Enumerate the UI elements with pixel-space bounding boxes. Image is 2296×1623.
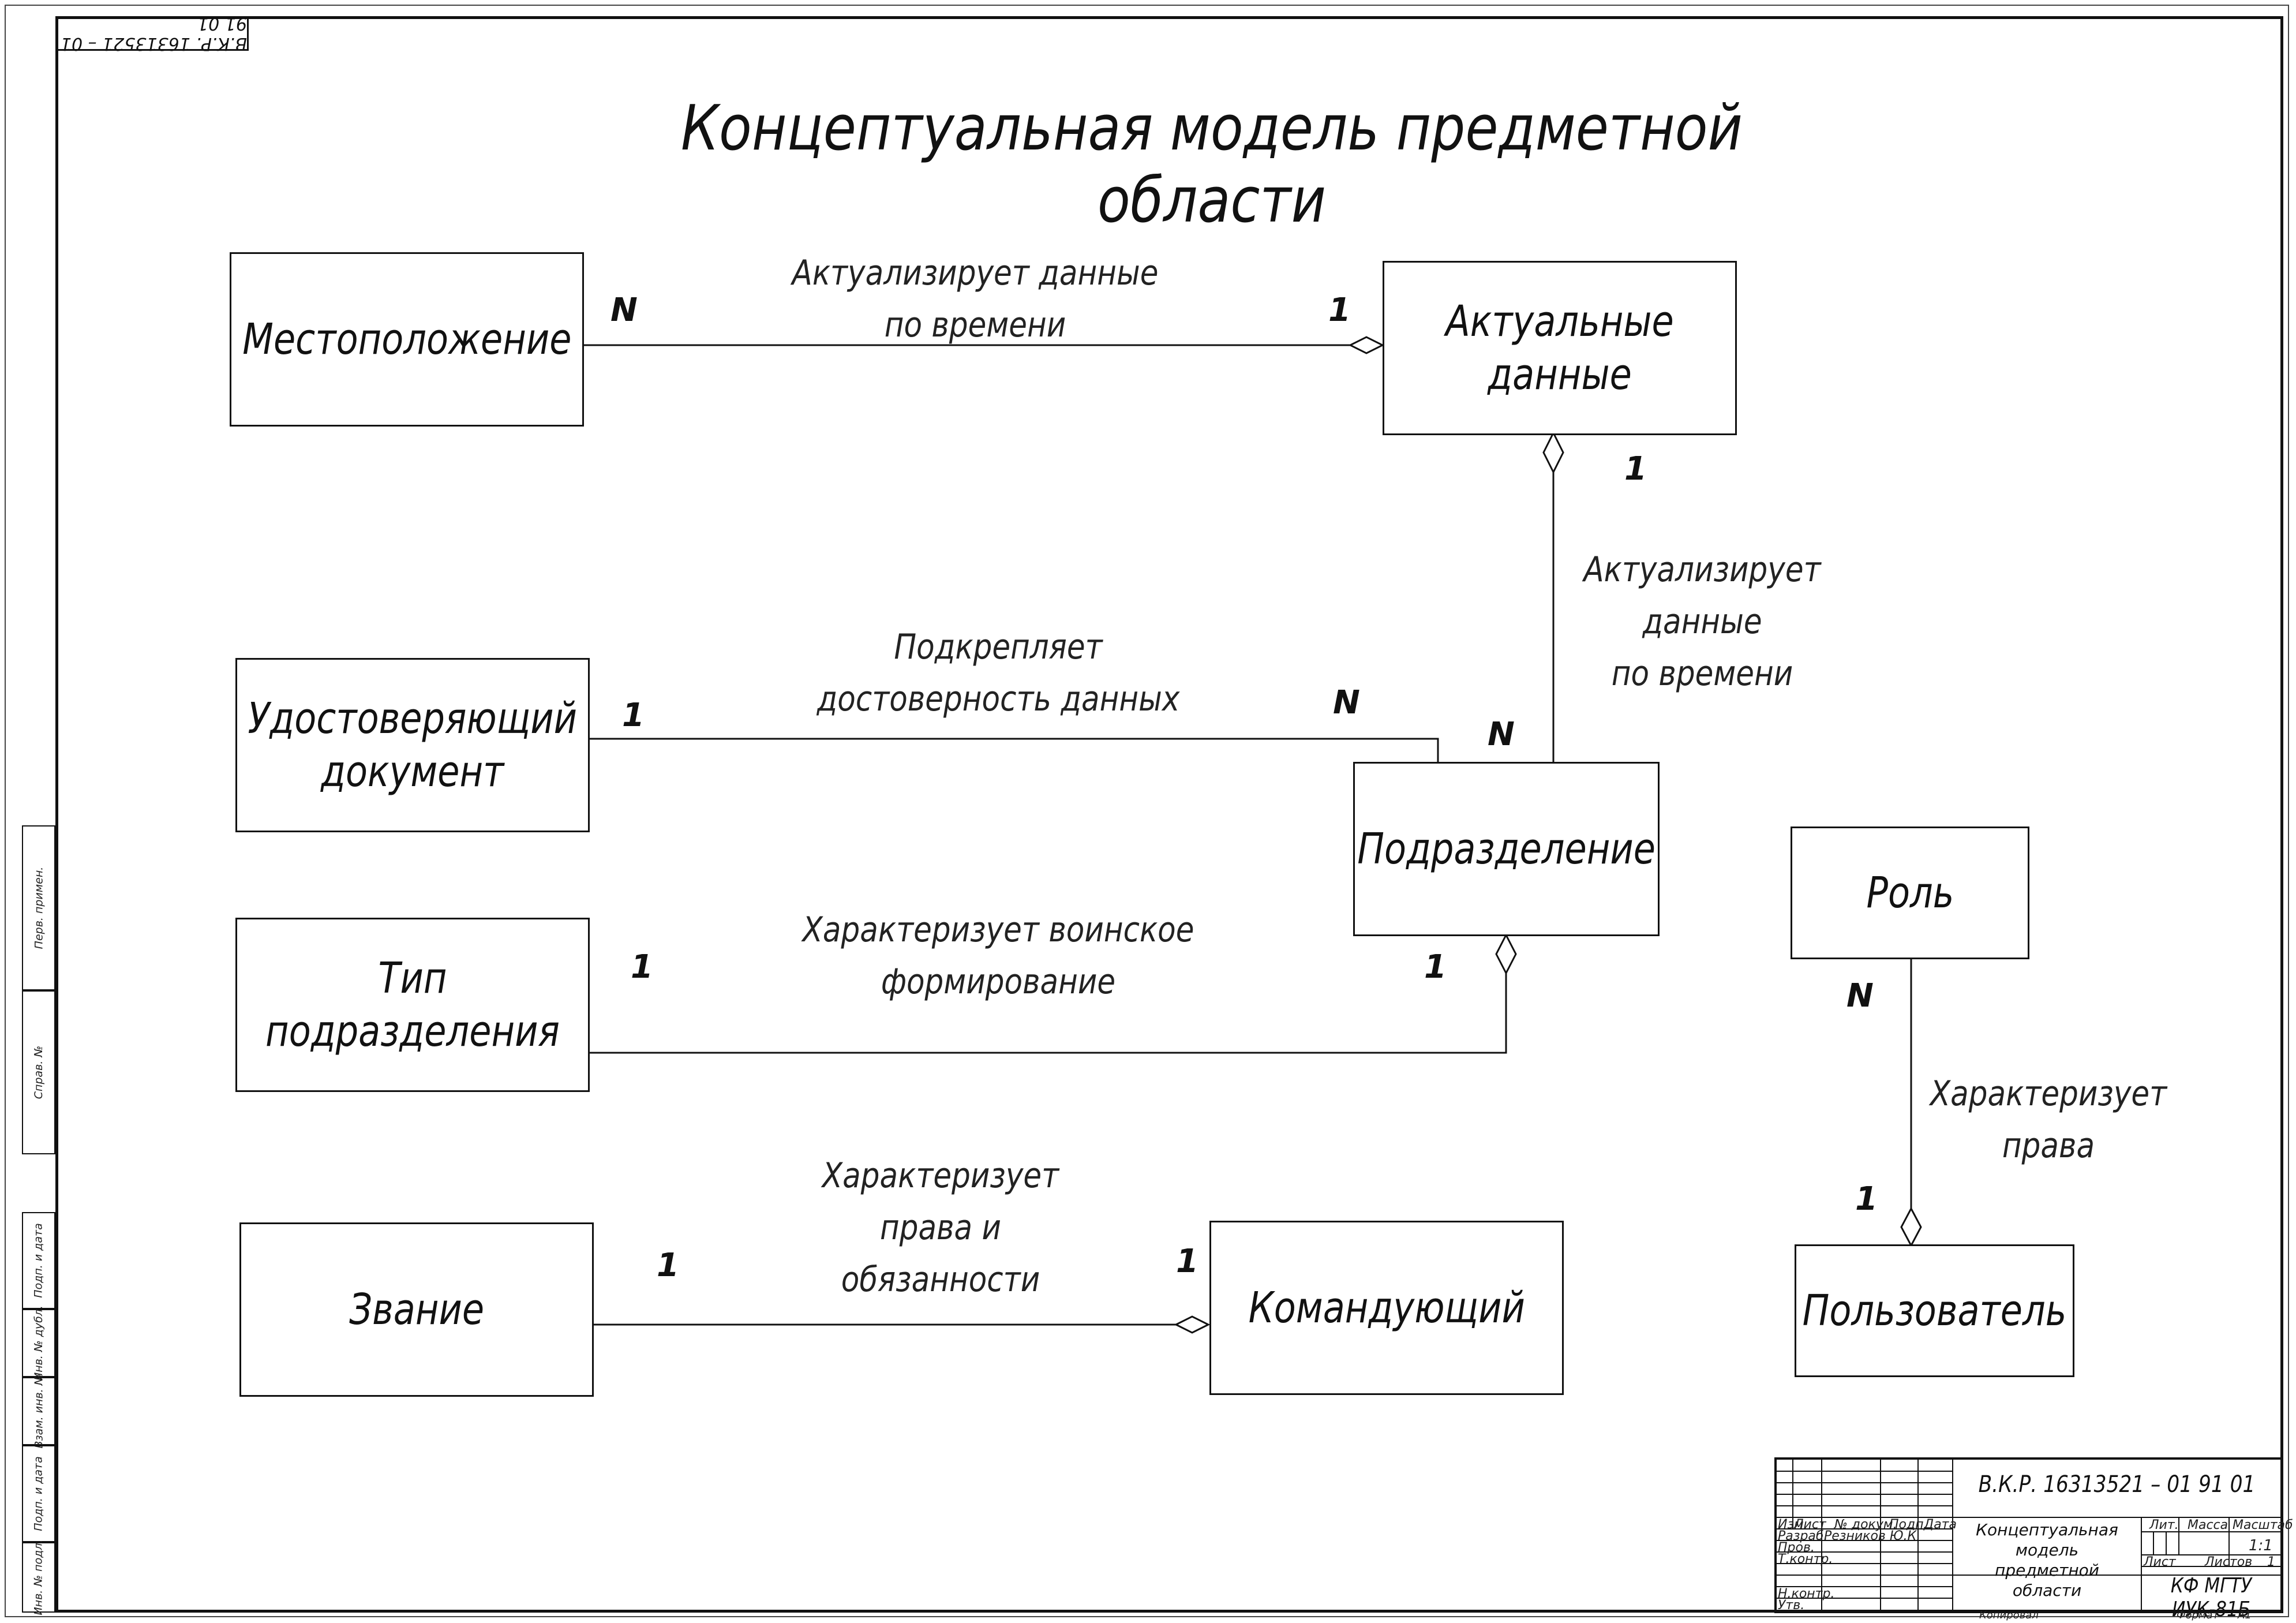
entity-user: Пользователь [1795,1244,2074,1377]
cardinality-unit-type: 1 [631,948,653,986]
diamond-unit-bottom [1495,933,1517,975]
cardinality-commander: 1 [1176,1243,1198,1280]
row-razrab: Разраб. [1778,1529,1828,1543]
entity-unit-type: Тип подразделения [235,918,590,1092]
relation-label-actual-unit: Актуализирует данные по времени [1583,549,1821,694]
side-cell: Подп. и дата [22,1445,55,1542]
entity-role: Роль [1791,827,2029,959]
side-cell: Подп. и дата [22,1212,55,1309]
entity-unit: Подразделение [1353,762,1660,936]
line-document-unit [589,738,1439,763]
cardinality-rank: 1 [657,1247,679,1284]
cardinality-unit-bottom: 1 [1424,948,1447,986]
entity-rank: Звание [239,1222,594,1397]
title-block: В.К.Р. 16313521 – 01 91 01 Изм. Лист № д… [1774,1457,2293,1621]
kopiroval-label: Копировал [1979,1609,2039,1621]
col-ndoc: № докум. [1834,1517,1897,1532]
cardinality-role: N [1846,977,1874,1015]
diamond-user-top [1900,1206,1922,1248]
entity-commander: Командующий [1209,1221,1564,1395]
sheet-outer-frame [5,5,2289,1617]
line-type-unit [589,973,1507,1054]
format-label: Формат [2177,1609,2219,1621]
row-utv: Утв. [1778,1598,1805,1613]
drawing-frame [55,16,2283,1613]
title-block-grid [1777,1460,2281,1611]
entity-actual-data: Актуальные данные [1383,261,1737,435]
col-podp: Подп. [1889,1517,1928,1532]
row-tkontr: Т.контр. [1778,1552,1833,1566]
entity-id-document: Удостоверяющий документ [235,658,590,832]
cardinality-unit-from-document: N [1333,684,1360,721]
relation-label-role-user: Характеризует права [1930,1074,2167,1166]
relation-label-document-unit: Подкрепляет достоверность данных [816,627,1180,719]
diamond-commander-left [1174,1315,1211,1334]
org-name: КФ МГТУ ИУК-81Б [2170,1574,2252,1621]
diamond-actual-left [1348,336,1385,354]
side-cell: Справ. № [22,990,55,1154]
massa-label: Масса [2188,1518,2228,1532]
doc-code: В.К.Р. 16313521 – 01 91 01 [1978,1471,2256,1498]
side-cell: Инв. № подл. [22,1539,55,1615]
row-nkontr: Н.контр. [1778,1587,1835,1601]
side-cell: Инв. № дубл. [22,1306,55,1381]
format-value: А1 [2238,1609,2252,1621]
masshtab-label: Масштаб [2233,1518,2293,1532]
col-data: Дата [1924,1517,1957,1532]
cardinality-actual-bottom: 1 [1624,450,1647,488]
cardinality-actual-left: 1 [1328,291,1351,329]
sheets-value: 1 [2267,1555,2275,1569]
side-cell: Перв. примен. [22,825,55,990]
sheets-label: Листов [2205,1555,2253,1569]
row-prov: Пров. [1778,1540,1815,1555]
side-cell: Взам. инв. № [22,1374,55,1449]
diamond-actual-bottom [1542,431,1564,474]
cardinality-unit-top: N [1488,716,1515,753]
col-izm: Изм. [1778,1517,1808,1532]
lit-label: Лит. [2149,1518,2179,1532]
cardinality-document: 1 [622,697,645,734]
sheet-label: Лист [2144,1555,2176,1569]
cardinality-user: 1 [1855,1180,1878,1218]
entity-location: Местоположение [230,252,584,427]
razrab-name: Резников Ю.К. [1824,1529,1921,1543]
side-strip: Перв. примен. Справ. № Подп. и дата Инв.… [22,825,55,1615]
cardinality-location: N [610,291,638,329]
scale-value: 1:1 [2249,1537,2273,1554]
relation-label-type-unit: Характеризует воинское формирование [802,910,1194,1002]
diagram-title: Концептуальная модель предметной области [681,92,1743,237]
doc-name: Концептуальная модель предметной области [1976,1520,2118,1600]
col-list: Лист [1794,1517,1826,1532]
relation-label-rank-commander: Характеризует права и обязанности [822,1155,1059,1300]
relation-label-location-actual: Актуализирует данные по времени [792,253,1159,345]
